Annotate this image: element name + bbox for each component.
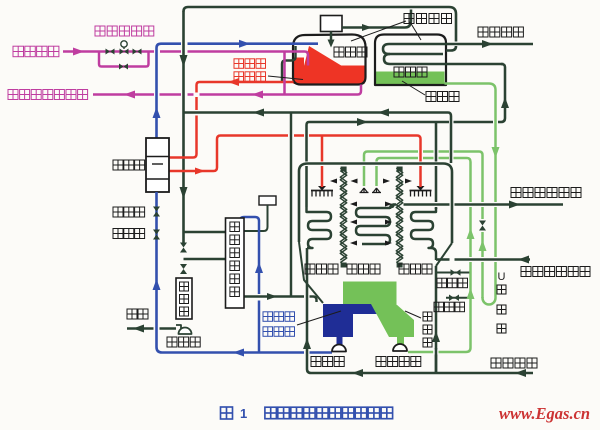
svg-text:www.Egas.cn: www.Egas.cn — [499, 404, 590, 423]
svg-text:1: 1 — [240, 406, 247, 421]
svg-text:U: U — [498, 271, 506, 283]
